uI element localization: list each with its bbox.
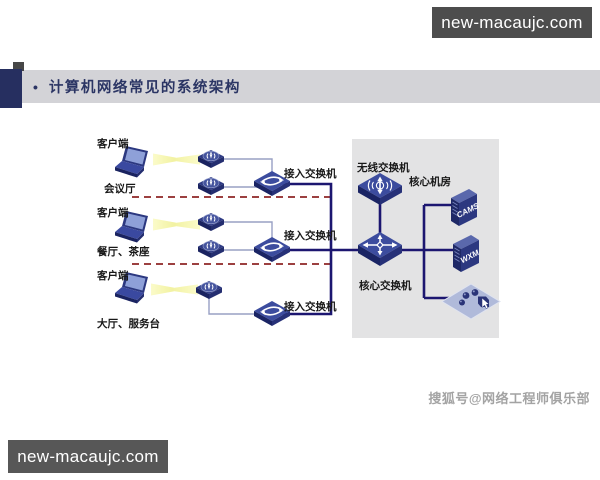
wireless-switch-label: 无线交换机 xyxy=(357,162,410,174)
wireless-switch-icon xyxy=(358,173,402,206)
core-switch-icon xyxy=(358,232,402,267)
corner-square-decoration xyxy=(13,62,24,71)
client-label-3: 客户端 xyxy=(97,270,129,282)
wireless-beam xyxy=(151,283,198,296)
title-bar: • 计算机网络常见的系统架构 xyxy=(0,70,600,103)
watermark-top-text: new-macaujc.com xyxy=(441,12,583,32)
access-switch-label-1: 接入交换机 xyxy=(284,168,337,180)
access-switch-icon xyxy=(254,301,290,327)
wireless-ap-icon xyxy=(198,239,224,259)
title-bullet: • xyxy=(33,78,38,95)
ap-links xyxy=(208,158,273,315)
management-platform-icon xyxy=(441,283,501,320)
core-switch-label: 核心交换机 xyxy=(359,280,412,292)
wireless-beam xyxy=(153,218,200,231)
client-label-1: 客户端 xyxy=(97,138,129,150)
client-label-2: 客户端 xyxy=(97,207,129,219)
laptop-icon xyxy=(113,211,157,246)
wireless-ap-icon xyxy=(198,149,224,169)
watermark-bottom-text: new-macaujc.com xyxy=(17,446,159,466)
wireless-beam xyxy=(153,153,200,166)
access-switch-label-3: 接入交换机 xyxy=(284,301,337,313)
watermark-top: new-macaujc.com xyxy=(432,7,592,38)
core-room-label: 核心机房 xyxy=(409,176,451,188)
page-title: 计算机网络常见的系统架构 xyxy=(48,80,241,96)
laptop-icon xyxy=(113,146,157,181)
watermark-bottom: new-macaujc.com xyxy=(8,440,168,473)
access-switch-icon xyxy=(254,237,290,263)
server-tower-icon: CAMS xyxy=(447,186,481,232)
laptop-icon xyxy=(113,272,157,307)
cursor-icon xyxy=(481,297,490,309)
access-switch-icon xyxy=(254,171,290,197)
wireless-ap-icon xyxy=(198,212,224,232)
area-label-lobby: 大厅、服务台 xyxy=(97,318,160,330)
access-switch-label-2: 接入交换机 xyxy=(284,230,337,242)
wireless-ap-icon xyxy=(196,280,222,300)
area-label-restaurant: 餐厅、茶座 xyxy=(97,246,150,258)
wireless-ap-icon xyxy=(198,176,224,196)
credit-text: 搜狐号@网络工程师俱乐部 xyxy=(428,391,590,406)
navy-square-decoration xyxy=(0,69,22,108)
area-label-conference-hall: 会议厅 xyxy=(104,183,136,195)
server-tower-icon: WXM xyxy=(449,232,483,278)
